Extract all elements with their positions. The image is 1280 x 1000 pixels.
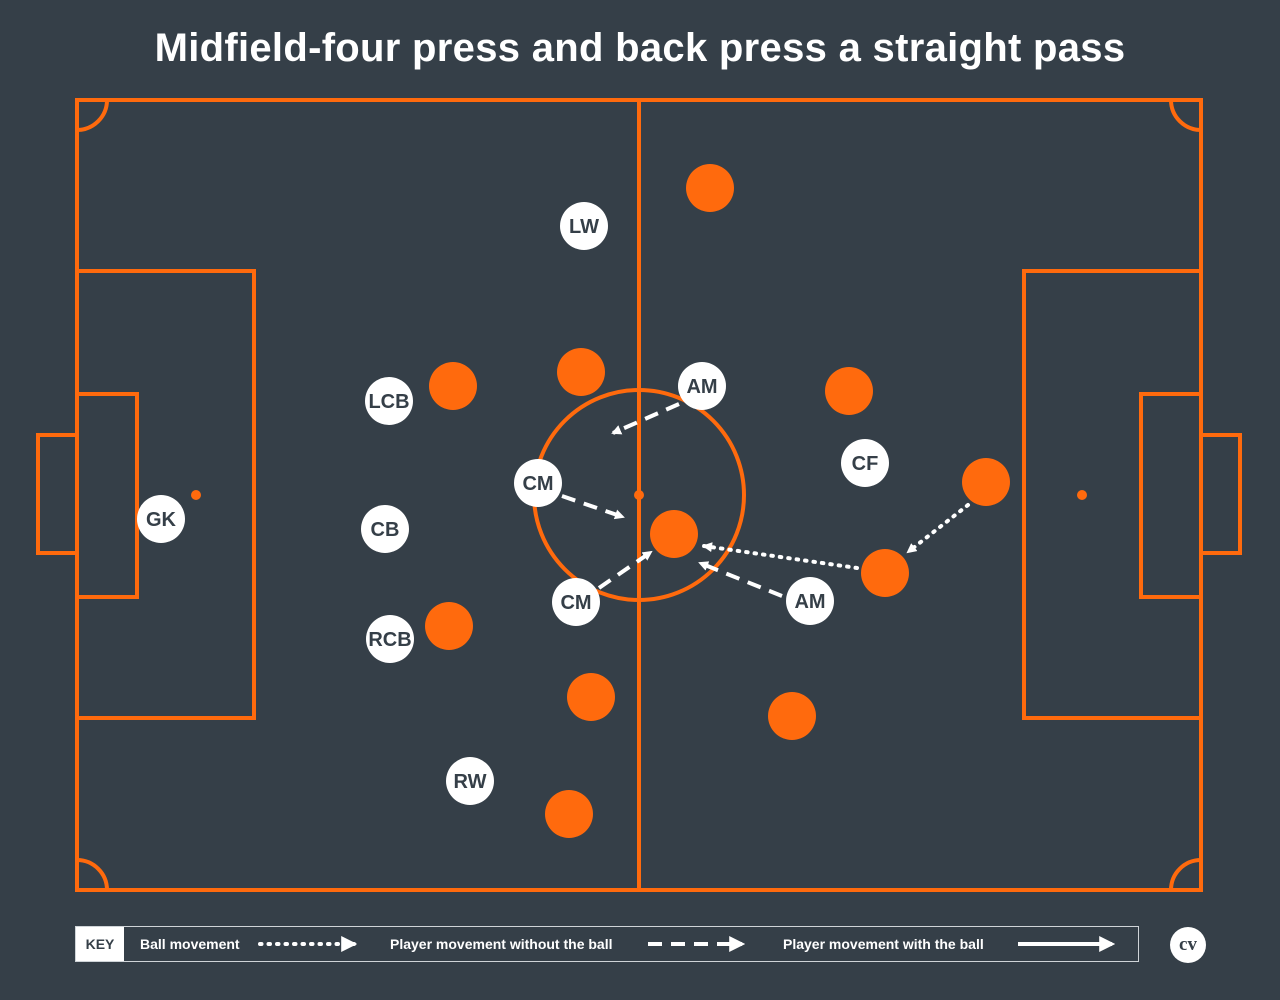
left-six-yard-box xyxy=(75,392,139,599)
right-six-yard-box xyxy=(1139,392,1203,599)
player-label: CM xyxy=(560,592,591,614)
pitch: LW LCB AM CM CF GK CB CM xyxy=(36,98,1242,892)
corner-arc-top-right xyxy=(1169,99,1202,132)
orange-player xyxy=(545,790,593,838)
white-player: LW xyxy=(560,202,608,250)
player-run-arrow xyxy=(561,494,625,520)
white-player: AM xyxy=(786,577,834,625)
legend-player-with-ball-label: Player movement with the ball xyxy=(783,936,984,952)
player-label: CM xyxy=(522,473,553,495)
orange-player xyxy=(861,549,909,597)
movement-arrows xyxy=(561,402,970,598)
legend-ball-movement-line xyxy=(258,936,358,952)
player-run-arrow xyxy=(611,402,680,435)
orange-player xyxy=(429,362,477,410)
corner-arc-bottom-right xyxy=(1169,858,1202,891)
center-spot xyxy=(634,490,644,500)
player-label: AM xyxy=(686,376,717,398)
orange-player xyxy=(425,602,473,650)
player-label: LW xyxy=(569,216,599,238)
orange-player xyxy=(557,348,605,396)
orange-player-ball-carrier xyxy=(650,510,698,558)
player-label: RW xyxy=(454,771,487,793)
legend-key-label: KEY xyxy=(76,927,124,961)
corner-arc-top-left xyxy=(76,99,109,132)
white-player: CB xyxy=(361,505,409,553)
orange-player xyxy=(768,692,816,740)
white-player: GK xyxy=(137,495,185,543)
ball-movement-arrow xyxy=(702,542,859,570)
corner-arc-bottom-left xyxy=(76,858,109,891)
legend-player-without-ball-line xyxy=(648,936,746,952)
white-player: CF xyxy=(841,439,889,487)
white-player: LCB xyxy=(365,377,413,425)
left-goal xyxy=(36,433,79,555)
player-label: CB xyxy=(371,519,400,541)
player-label: LCB xyxy=(368,391,409,413)
right-penalty-box xyxy=(1022,269,1203,720)
player-label: RCB xyxy=(368,629,411,651)
legend: KEY Ball movement Player movement withou… xyxy=(75,926,1139,962)
legend-player-without-ball-label: Player movement without the ball xyxy=(390,936,613,952)
diagram-title: Midfield-four press and back press a str… xyxy=(154,26,1126,70)
orange-team xyxy=(425,164,1010,838)
white-player: CM xyxy=(514,459,562,507)
cv-logo: cv xyxy=(1170,927,1206,963)
legend-player-with-ball-line xyxy=(1018,936,1116,952)
orange-player xyxy=(962,458,1010,506)
player-run-arrow xyxy=(698,561,783,598)
right-penalty-spot xyxy=(1077,490,1087,500)
white-team: LW LCB AM CM CF GK CB CM xyxy=(137,202,889,805)
orange-player xyxy=(825,367,873,415)
white-player: AM xyxy=(678,362,726,410)
orange-player xyxy=(686,164,734,212)
orange-player xyxy=(567,673,615,721)
legend-ball-movement-label: Ball movement xyxy=(140,936,240,952)
player-run-arrow xyxy=(597,550,653,590)
left-penalty-spot xyxy=(191,490,201,500)
player-label: AM xyxy=(794,591,825,613)
white-player: RCB xyxy=(366,615,414,663)
white-player: RW xyxy=(446,757,494,805)
player-label: CF xyxy=(852,453,879,475)
ball-movement-arrow xyxy=(906,503,970,554)
player-label: GK xyxy=(146,509,177,531)
right-goal xyxy=(1199,433,1242,555)
pitch-spots xyxy=(191,490,1087,500)
left-penalty-box xyxy=(75,269,256,720)
white-player: CM xyxy=(552,578,600,626)
